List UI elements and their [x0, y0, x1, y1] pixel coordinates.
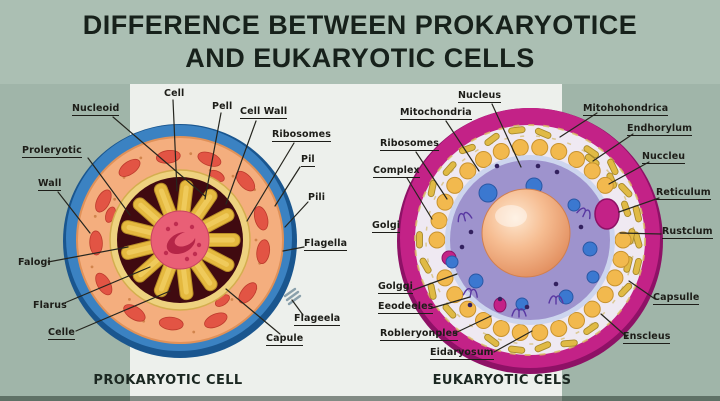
label-reticulum: Reticulum — [656, 187, 711, 200]
label-nucleus: Nucleus — [458, 90, 502, 103]
prokaryotic-cell-illustration — [63, 124, 302, 358]
label-falogi: Falogi — [18, 257, 51, 268]
label-cell-wall: Cell Wall — [240, 106, 288, 119]
label-prokaryotic: Proleryotic — [22, 145, 82, 158]
label-flarus: Flarus — [33, 300, 67, 311]
bottom-border — [0, 396, 720, 401]
eukaryotic-caption: EUKARYOTIC CELS — [432, 373, 572, 388]
label-golgi: Golgi — [372, 220, 401, 233]
title-line-2: AND EUKARYOTIC CELLS — [185, 42, 535, 73]
label-capsulle: Capsulle — [653, 292, 700, 305]
label-endhorylum: Endhorylum — [627, 123, 693, 136]
eukaryotic-cell-illustration — [397, 108, 663, 374]
label-wall: Wall — [38, 178, 62, 191]
title-banner: DIFFERENCE BETWEEN PROKARYOTICE AND EUKA… — [0, 0, 720, 84]
label-capule: Capule — [266, 333, 304, 346]
label-mitohohondrica: Mitohohondrica — [583, 103, 669, 116]
label-ribosomes-e: Ribosomes — [380, 138, 439, 151]
label-eidaryosum: Eidaryosum — [430, 347, 494, 360]
label-pil: Pil — [301, 154, 315, 167]
label-complex: Complex — [373, 165, 420, 178]
title-line-1: DIFFERENCE BETWEEN PROKARYOTICE — [82, 10, 638, 41]
label-cell: Cell — [164, 88, 185, 99]
flagellum-tuft — [283, 287, 302, 306]
leader-lines — [47, 99, 662, 353]
label-eeodeeles: Eeodeeles — [378, 301, 434, 314]
prokaryotic-caption: PROKARYOTIC CELL — [93, 373, 243, 388]
label-golggi: Golggi — [378, 281, 414, 294]
label-flageela: Flageela — [294, 313, 341, 326]
label-robleryonples: Robleryonples — [380, 328, 458, 341]
label-celle: Celle — [48, 327, 75, 340]
label-nucleoid: Nucleoid — [72, 103, 120, 116]
label-nuccleu: Nuccleu — [642, 151, 686, 164]
label-pili: Pili — [308, 192, 326, 203]
label-pell: Pell — [212, 101, 233, 112]
label-ribosomes-p: Ribosomes — [272, 129, 331, 142]
label-rustclum: Rustclum — [662, 226, 713, 239]
label-mitochondria: Mitochondria — [400, 107, 472, 120]
label-enscleus: Enscleus — [623, 331, 671, 344]
label-flagella: Flagella — [304, 238, 348, 251]
